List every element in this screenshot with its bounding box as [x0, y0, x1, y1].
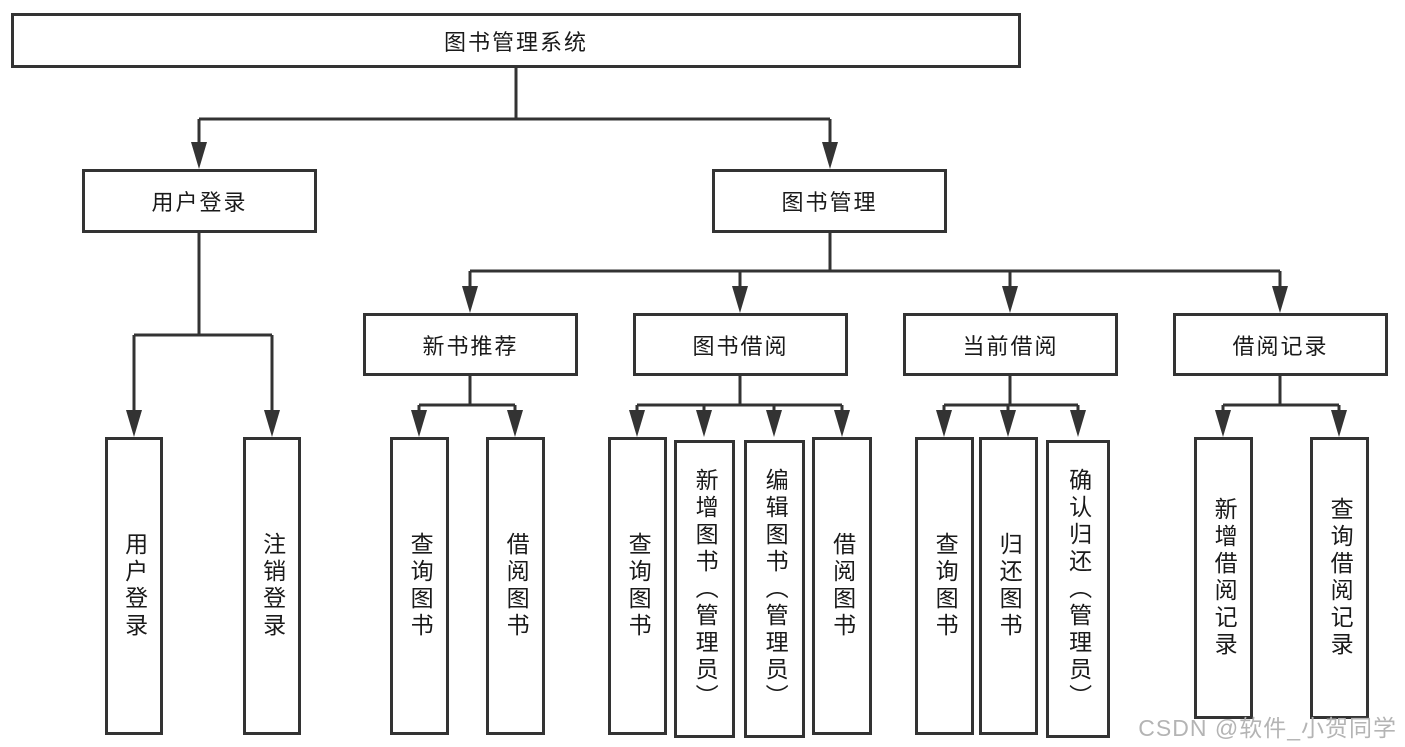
leaf-query-books-borrow-label: 查询图书 — [625, 532, 652, 640]
leaf-confirm-return-admin: 确认归还（管理员） — [1046, 440, 1110, 738]
node-book-management: 图书管理 — [712, 169, 947, 233]
arrowheads-current-borrow — [936, 410, 1086, 437]
leaf-return-books: 归还图书 — [979, 437, 1038, 735]
node-user-login: 用户登录 — [82, 169, 317, 233]
node-root-system-label: 图书管理系统 — [443, 29, 588, 55]
leaf-edit-books-admin: 编辑图书（管理员） — [744, 440, 805, 738]
arrowheads-book-borrow — [629, 410, 850, 437]
node-user-login-label: 用户登录 — [151, 190, 248, 215]
leaf-user-login: 用户登录 — [105, 437, 163, 735]
node-new-book-recommend-label: 新书推荐 — [422, 333, 519, 359]
leaf-logout-label: 注销登录 — [259, 532, 286, 640]
connector-new-book-branch — [417, 376, 517, 414]
node-book-management-label: 图书管理 — [781, 190, 878, 215]
leaf-query-books-recommend: 查询图书 — [390, 437, 449, 735]
node-book-borrow-label: 图书借阅 — [692, 333, 789, 359]
connector-book-management-branch — [468, 233, 1282, 290]
leaf-add-books-admin-label: 新增图书（管理员） — [692, 467, 719, 711]
arrowheads-level3 — [462, 286, 1288, 313]
leaf-borrow-books-label: 借阅图书 — [829, 532, 856, 640]
node-root-system: 图书管理系统 — [11, 13, 1021, 68]
leaf-confirm-return-admin-label: 确认归还（管理员） — [1065, 467, 1092, 711]
connector-book-borrow-branch — [635, 376, 844, 414]
node-book-borrow: 图书借阅 — [633, 313, 848, 376]
leaf-add-borrow-record-label: 新增借阅记录 — [1211, 497, 1238, 659]
leaf-query-borrow-record: 查询借阅记录 — [1310, 437, 1369, 719]
node-current-borrow-label: 当前借阅 — [962, 333, 1059, 359]
leaf-borrow-books-recommend: 借阅图书 — [486, 437, 545, 735]
leaf-query-books-current: 查询图书 — [915, 437, 974, 735]
leaf-query-borrow-record-label: 查询借阅记录 — [1327, 497, 1354, 659]
leaf-query-books-current-label: 查询图书 — [932, 532, 959, 640]
node-current-borrow: 当前借阅 — [903, 313, 1118, 376]
leaf-query-books-recommend-label: 查询图书 — [407, 532, 434, 640]
leaf-add-borrow-record: 新增借阅记录 — [1194, 437, 1253, 719]
leaf-user-login-label: 用户登录 — [121, 532, 148, 640]
leaf-return-books-label: 归还图书 — [996, 532, 1023, 640]
node-borrow-records-label: 借阅记录 — [1232, 333, 1329, 359]
connector-user-login-branch — [132, 233, 274, 414]
watermark-text: CSDN @软件_小贺同学 — [1138, 715, 1397, 741]
connector-borrow-records-branch — [1221, 376, 1341, 414]
connector-root-to-level2 — [197, 68, 832, 146]
arrowheads-user-login — [126, 410, 280, 437]
leaf-edit-books-admin-label: 编辑图书（管理员） — [762, 467, 789, 711]
leaf-borrow-books: 借阅图书 — [812, 437, 872, 735]
connector-current-borrow-branch — [942, 376, 1080, 414]
node-borrow-records: 借阅记录 — [1173, 313, 1388, 376]
arrowheads-new-book — [411, 410, 523, 437]
leaf-query-books-borrow: 查询图书 — [608, 437, 667, 735]
node-new-book-recommend: 新书推荐 — [363, 313, 578, 376]
leaf-logout: 注销登录 — [243, 437, 301, 735]
arrowheads-level2 — [191, 142, 838, 169]
leaf-add-books-admin: 新增图书（管理员） — [674, 440, 735, 738]
arrowheads-borrow-records — [1215, 410, 1347, 437]
leaf-borrow-books-recommend-label: 借阅图书 — [503, 532, 530, 640]
